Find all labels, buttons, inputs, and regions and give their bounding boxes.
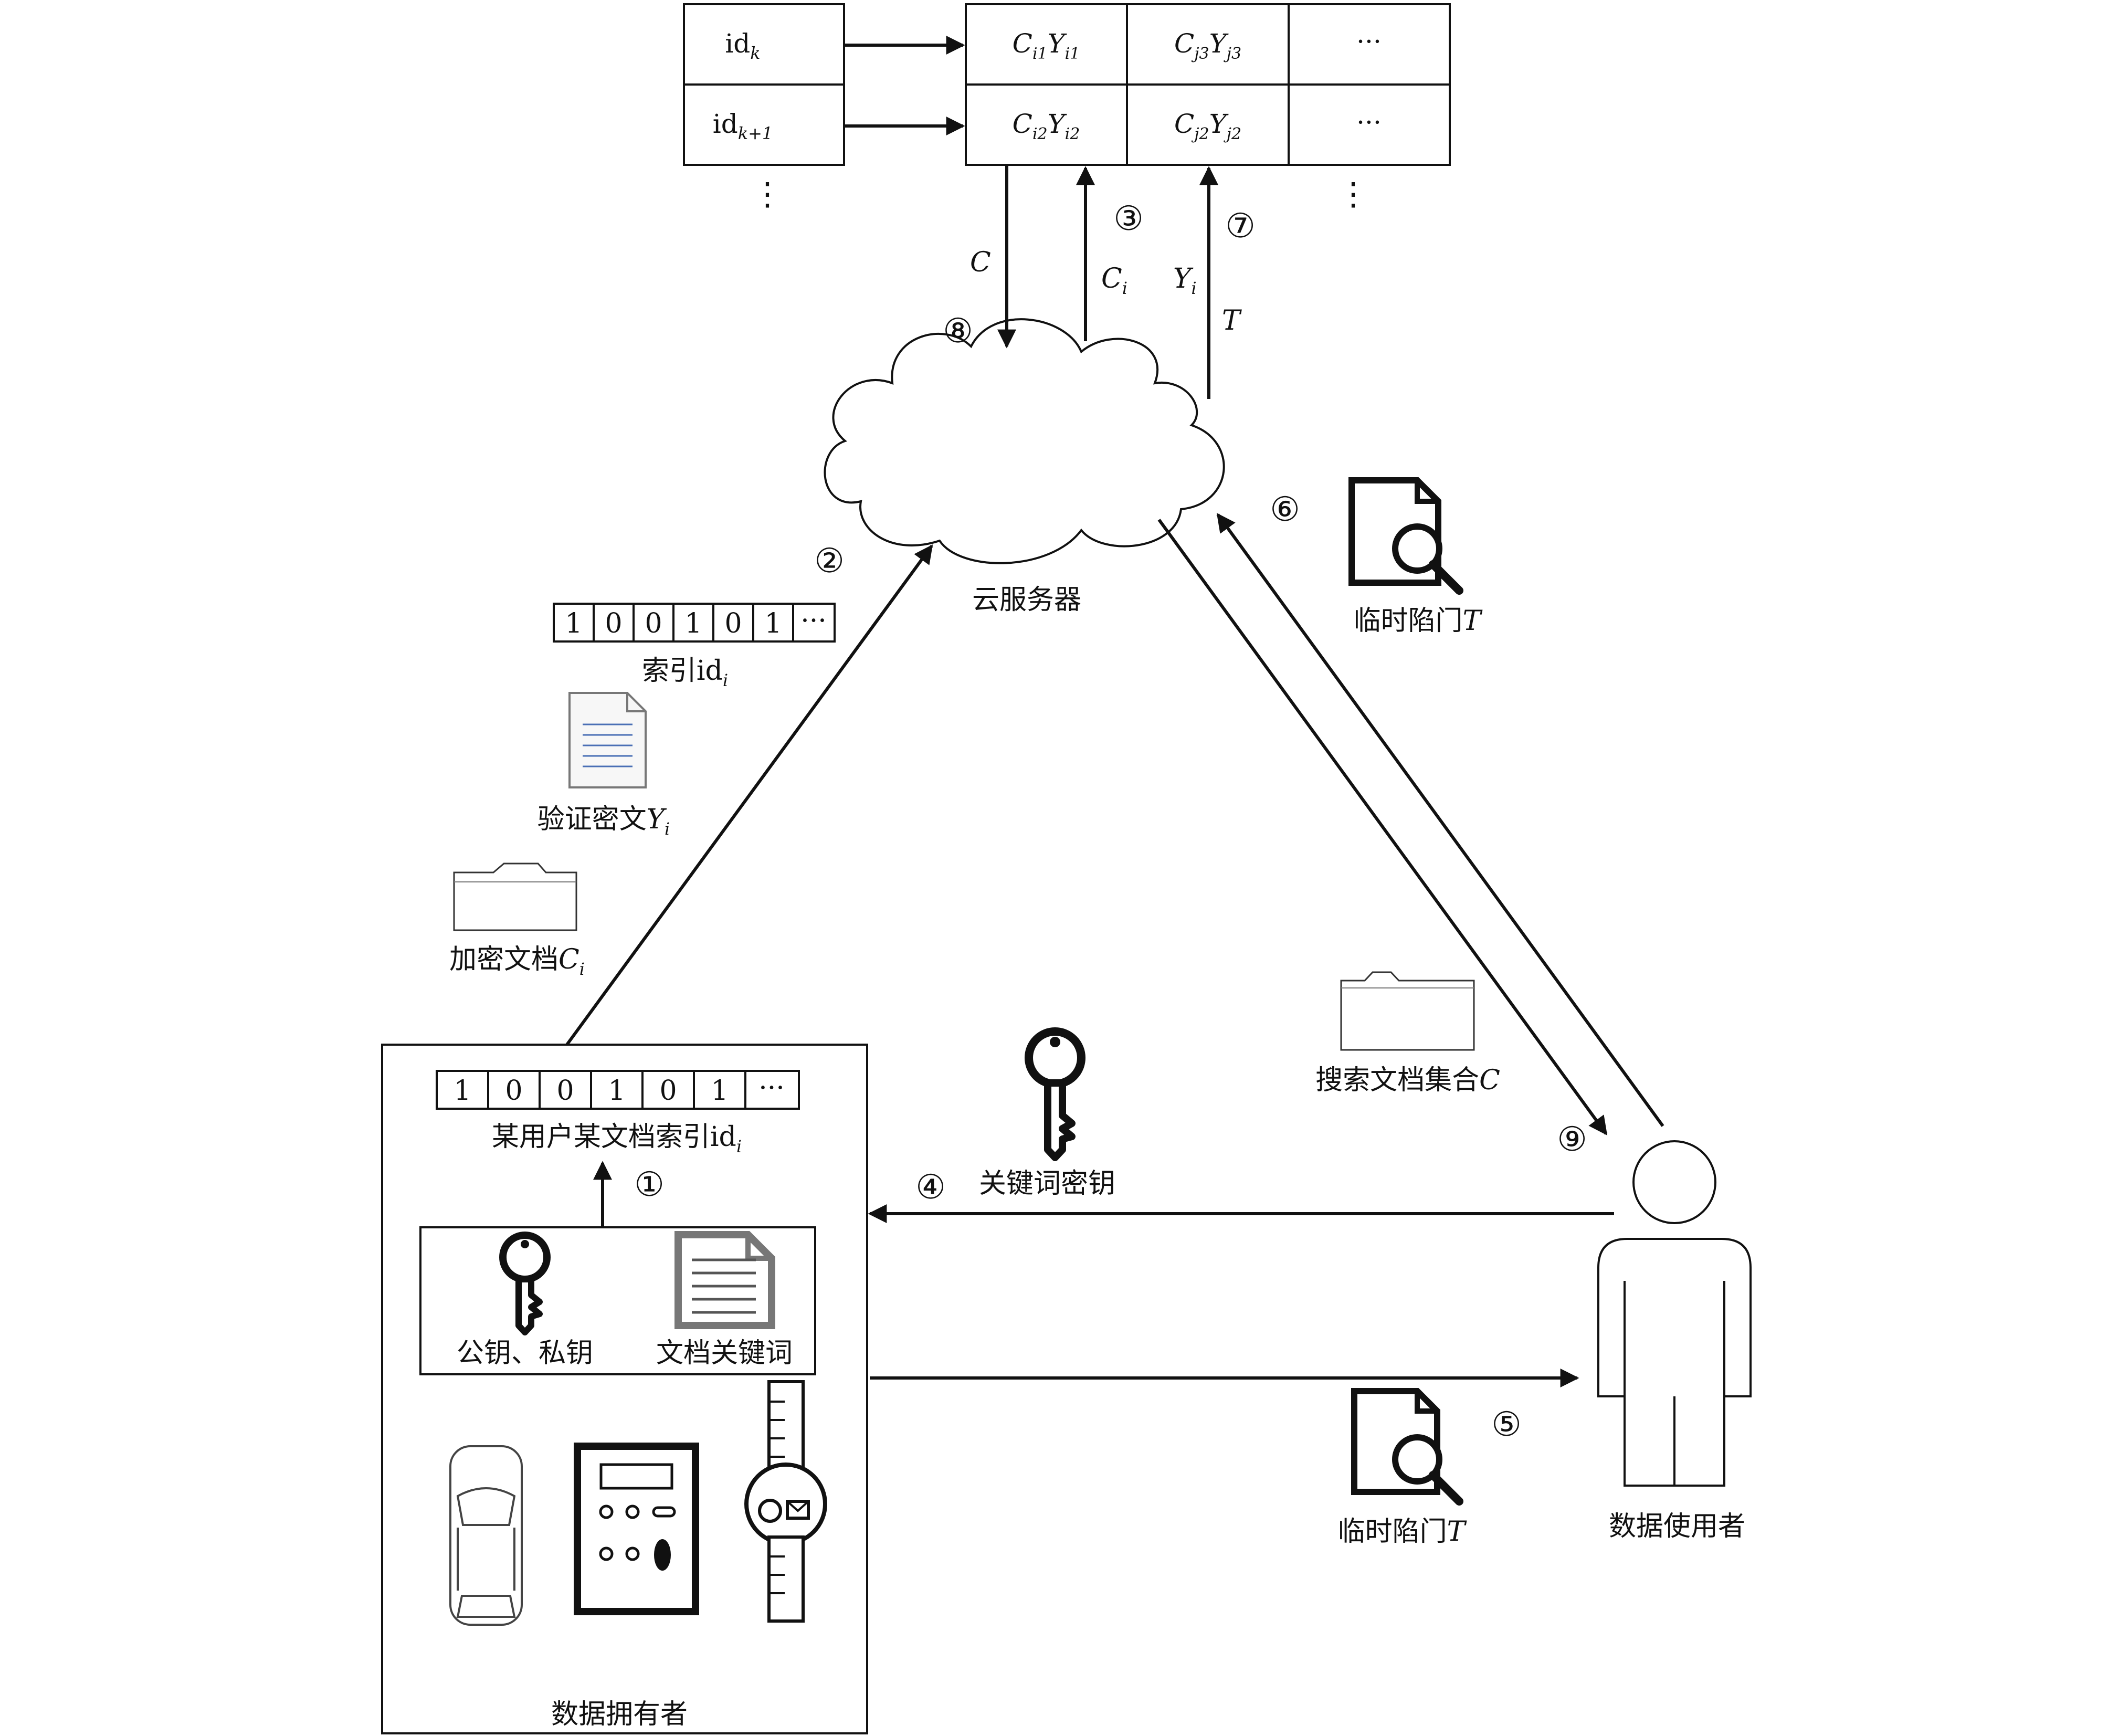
- step-6: ⑥: [1270, 490, 1300, 529]
- meter-device-icon: [574, 1443, 699, 1615]
- cell-ellipsis-1: ···: [1356, 26, 1382, 57]
- id-k-label: idk: [725, 28, 760, 63]
- cell-ellipsis-2: ···: [1356, 107, 1382, 138]
- bit: 0: [605, 608, 622, 639]
- encrypted-doc-label: 加密文档Ci: [449, 944, 585, 979]
- cloud-table-arrows: C Ci Yi T ⑧ ③ ⑦: [943, 165, 1256, 399]
- user-head: [1632, 1140, 1716, 1224]
- index-table: idk idk+1 ⋮ Ci1Yi1 Cj3Yj3 ··· Ci2Yi2 Cj2…: [683, 3, 1451, 213]
- owner-index-bits: 1 0 0 1 0 1 ···: [436, 1070, 800, 1110]
- bit: 0: [556, 1075, 574, 1107]
- bit: 0: [659, 1075, 677, 1107]
- label-yi: Yi: [1173, 263, 1197, 298]
- owner-key-icon: [499, 1232, 551, 1335]
- step-1: ①: [634, 1165, 664, 1204]
- arrow-owner-to-cloud: [565, 544, 933, 1046]
- id-vdots: ⋮: [752, 176, 783, 213]
- index-label: 索引idi: [642, 655, 728, 690]
- arrow-user-to-cloud: [1216, 513, 1664, 1127]
- arrow-cloud-to-user: [1157, 519, 1608, 1135]
- data-owner-label: 数据拥有者: [551, 1699, 688, 1730]
- search-folder-icon: [1340, 971, 1475, 1051]
- index-bits-strip: 1 0 0 1 0 1 ···: [553, 603, 836, 643]
- bit: 1: [608, 1075, 625, 1107]
- user-body: [1597, 1238, 1752, 1487]
- bit: ···: [800, 605, 827, 637]
- search-set-label: 搜索文档集合C: [1315, 1065, 1500, 1096]
- cloud-label: 云服务器: [972, 584, 1081, 616]
- smartwatch-icon: [744, 1380, 827, 1623]
- trapdoor-label-bottom: 临时陷门T: [1338, 1516, 1467, 1548]
- keyword-key-label: 关键词密钥: [979, 1168, 1115, 1200]
- id-k1-label: idk+1: [713, 109, 773, 143]
- step-3: ③: [1113, 199, 1143, 238]
- cloud-server: 云服务器: [824, 318, 1225, 616]
- step-9: ⑨: [1557, 1120, 1587, 1159]
- keys-docs-box: [419, 1226, 816, 1375]
- step-4: ④: [915, 1168, 945, 1207]
- label-c: C: [970, 247, 991, 278]
- cloud-icon: [824, 318, 1225, 564]
- key-icon: [1025, 1027, 1085, 1161]
- cell-cj2-yj2: Cj2Yj2: [1174, 109, 1241, 143]
- doc-keywords-label: 文档关键词: [656, 1338, 793, 1369]
- car-icon: [449, 1445, 523, 1626]
- table-vdots: ⋮: [1337, 176, 1369, 213]
- bit: ···: [758, 1072, 785, 1104]
- keys-label: 公钥、私钥: [457, 1338, 593, 1369]
- trapdoor-search-icon: [1348, 477, 1463, 595]
- step-2: ②: [814, 542, 844, 581]
- cell-ci2-yi2: Ci2Yi2: [1013, 109, 1080, 143]
- folder-icon: [453, 862, 577, 931]
- bit: 1: [565, 608, 582, 639]
- data-user-label: 数据使用者: [1609, 1511, 1745, 1542]
- trapdoor-label-top: 临时陷门T: [1354, 605, 1483, 637]
- data-owner-box: 1 0 0 1 0 1 ··· 某用户某文档索引idi ① 公钥、私钥 文档关: [381, 1044, 868, 1734]
- bit: 1: [454, 1075, 471, 1107]
- step-5: ⑤: [1491, 1405, 1521, 1444]
- bit: 0: [645, 608, 662, 639]
- label-ci: Ci: [1101, 263, 1127, 298]
- bit: 0: [724, 608, 742, 639]
- keyword-doc-icon: [674, 1231, 775, 1329]
- bit: 1: [764, 608, 782, 639]
- cell-ci1-yi1: Ci1Yi1: [1013, 28, 1080, 63]
- document-icon: [568, 692, 647, 788]
- label-t: T: [1222, 305, 1242, 336]
- step-7: ⑦: [1225, 207, 1255, 246]
- bit: 1: [711, 1075, 728, 1107]
- data-user-figure: [1597, 1140, 1752, 1487]
- owner-index-label: 某用户某文档索引idi: [492, 1121, 742, 1156]
- verify-cipher-label: 验证密文Yi: [537, 804, 670, 839]
- cell-cj3-yj3: Cj3Yj3: [1174, 28, 1241, 63]
- bit: 1: [684, 608, 702, 639]
- bit: 0: [505, 1075, 522, 1107]
- trapdoor-search-icon-bottom: [1351, 1388, 1463, 1506]
